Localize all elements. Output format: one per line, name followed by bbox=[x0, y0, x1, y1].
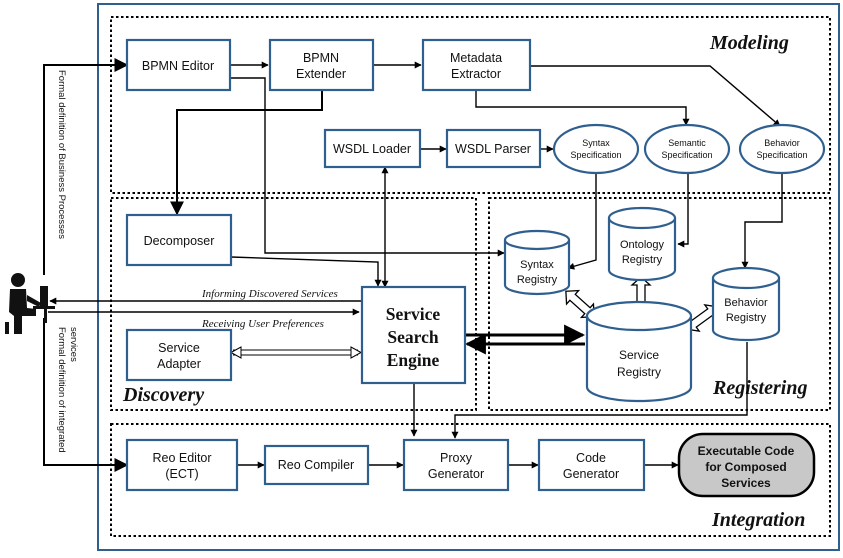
connectors bbox=[43, 58, 783, 472]
engine-line1: Service bbox=[386, 304, 441, 324]
metadata-extractor-line2: Extractor bbox=[451, 67, 501, 81]
engine-line2: Search bbox=[387, 327, 438, 347]
discovery-region bbox=[110, 197, 477, 411]
wsdl-parser-box: WSDL Parser bbox=[445, 128, 542, 169]
integration-region bbox=[110, 423, 831, 537]
reo-editor-line2: (ECT) bbox=[165, 467, 198, 481]
syntax-registry-line2: Registry bbox=[517, 274, 558, 286]
svg-text:Decomposer: Decomposer bbox=[144, 234, 215, 248]
syntax-spec-line2: Specification bbox=[570, 150, 621, 160]
registry-links bbox=[565, 276, 719, 333]
reo-compiler-box: Reo Compiler bbox=[263, 444, 370, 486]
svg-text:Reo Editor(ECT): Reo Editor (ECT) bbox=[152, 451, 211, 481]
formal-bp-label: Formal definition of Business Processes bbox=[56, 70, 67, 239]
syntax-spec-line1: Syntax bbox=[582, 138, 610, 148]
wsdl-loader-label: WSDL Loader bbox=[333, 142, 411, 156]
svg-text:WSDL Loader: WSDL Loader bbox=[333, 142, 411, 156]
executable-line3: Services bbox=[721, 476, 771, 490]
svg-text:Reo Compiler: Reo Compiler bbox=[278, 458, 354, 472]
ontology-registry-line2: Registry bbox=[622, 254, 663, 266]
executable-line2: for Composed bbox=[705, 460, 786, 474]
behavior-registry-line1: Behavior bbox=[724, 297, 768, 309]
bpmn-extender-box: BPMN Extender bbox=[268, 38, 375, 92]
reo-editor-line1: Reo Editor bbox=[152, 451, 211, 465]
semantic-spec-line1: Semantic bbox=[668, 138, 706, 148]
service-adapter-line1: Service bbox=[158, 341, 200, 355]
receiving-label: Receiving User Preferences bbox=[201, 318, 324, 330]
user-at-computer-icon bbox=[5, 273, 55, 334]
behavior-registry-line2: Registry bbox=[726, 312, 767, 324]
registering-label: Registering bbox=[712, 377, 807, 399]
formal-is-label-2: services bbox=[68, 327, 79, 362]
syntax-registry-line1: Syntax bbox=[520, 259, 554, 271]
service-registry-line2: Registry bbox=[617, 365, 661, 379]
svg-text:BPMN Editor: BPMN Editor bbox=[142, 59, 214, 73]
decomposer-label: Decomposer bbox=[144, 234, 215, 248]
bpmn-extender-line2: Extender bbox=[296, 67, 346, 81]
informing-label: Informing Discovered Services bbox=[201, 288, 338, 300]
ontology-registry-line1: Ontology bbox=[620, 239, 665, 251]
outer-frame bbox=[97, 3, 840, 551]
behavior-spec-line2: Specification bbox=[756, 150, 807, 160]
behavior-spec-line1: Behavior bbox=[764, 138, 800, 148]
modeling-region bbox=[110, 16, 831, 194]
metadata-extractor-line1: Metadata bbox=[450, 51, 502, 65]
code-generator-line1: Code bbox=[576, 451, 606, 465]
reo-editor-box: Reo Editor (ECT) bbox=[125, 438, 239, 492]
proxy-generator-line2: Generator bbox=[428, 467, 484, 481]
bpmn-editor-box: BPMN Editor bbox=[125, 38, 232, 92]
executable-line1: Executable Code bbox=[698, 444, 795, 458]
bpmn-editor-line1: BPMN Editor bbox=[142, 59, 214, 73]
wsdl-parser-label: WSDL Parser bbox=[455, 142, 531, 156]
formal-is-label-1: Formal definition of integrated bbox=[56, 327, 67, 453]
engine-line3: Engine bbox=[387, 350, 440, 370]
registering-region bbox=[488, 197, 831, 411]
semantic-spec-line2: Specification bbox=[661, 150, 712, 160]
wsdl-loader-box: WSDL Loader bbox=[323, 128, 422, 169]
reo-compiler-label: Reo Compiler bbox=[278, 458, 354, 472]
svg-text:WSDL Parser: WSDL Parser bbox=[455, 142, 531, 156]
bpmn-extender-line1: BPMN bbox=[303, 51, 339, 65]
proxy-generator-line1: Proxy bbox=[440, 451, 473, 465]
service-adapter-line2: Adapter bbox=[157, 357, 201, 371]
discovery-label: Discovery bbox=[122, 384, 204, 406]
code-generator-line2: Generator bbox=[563, 467, 619, 481]
modeling-label: Modeling bbox=[709, 32, 789, 54]
decomposer-box: Decomposer bbox=[125, 213, 233, 267]
integration-label: Integration bbox=[711, 509, 805, 531]
service-registry-line1: Service bbox=[619, 348, 659, 362]
